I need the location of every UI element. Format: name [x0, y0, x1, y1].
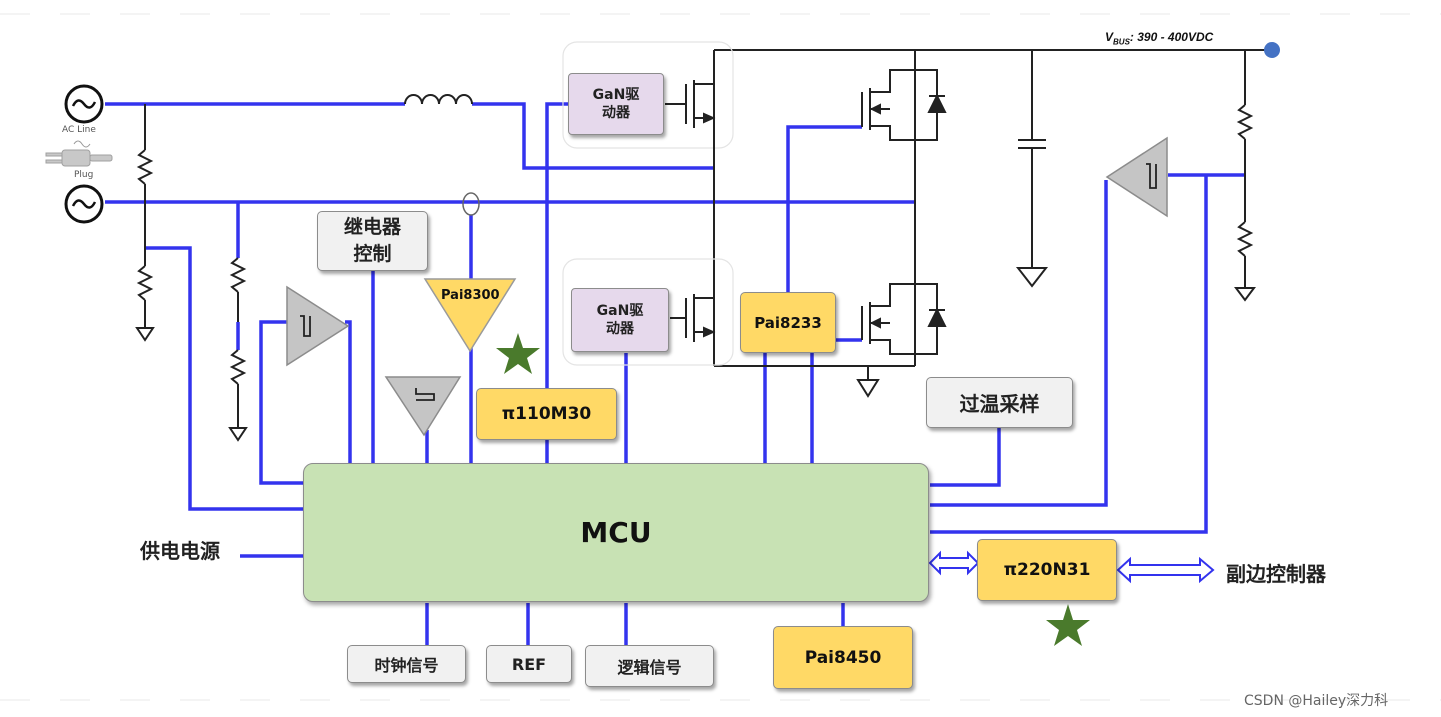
pai8300-sensor	[423, 278, 517, 353]
secondary-controller-label: 副边控制器	[1226, 562, 1326, 586]
comparator-mid-icon	[384, 376, 462, 437]
vbus-label: VBUS: 390 - 400VDC	[1105, 30, 1214, 47]
comparator-right-icon	[1105, 136, 1168, 218]
current-sense-loop	[462, 192, 480, 216]
gan-driver-bottom-line2: 动器	[606, 321, 634, 337]
bus-wires	[105, 102, 1245, 645]
gan-driver-bottom: GaN驱 动器	[571, 288, 669, 352]
mcu-block: MCU	[303, 463, 929, 602]
bidir-arrow-mcu-pi220	[928, 550, 980, 576]
relay-control-line1: 继电器	[343, 216, 401, 238]
plug-label: Plug	[74, 170, 94, 180]
ref-box: REF	[486, 645, 572, 683]
gan-driver-bottom-line1: GaN驱	[596, 303, 644, 319]
gan-driver-top-line1: GaN驱	[592, 87, 640, 103]
pai8450-chip: Pai8450	[773, 626, 913, 689]
pi110m30-chip: π110M30	[476, 388, 617, 440]
gan-driver-top-line2: 动器	[602, 105, 630, 121]
relay-control-line2: 控制	[353, 243, 392, 265]
bidir-arrow-pi220-secondary	[1116, 556, 1215, 584]
ac-line-label: AC Line	[62, 125, 96, 135]
comparator-left-icon	[286, 285, 350, 367]
ac-source-top-icon	[64, 84, 104, 124]
relay-control-box: 继电器 控制	[317, 211, 428, 271]
faint-grid	[0, 13, 1441, 701]
plug-icon	[45, 140, 113, 167]
inductor	[404, 94, 473, 105]
clock-signal-box: 时钟信号	[347, 645, 466, 683]
power-stage-wiring	[135, 49, 1272, 442]
mosfet-top	[861, 69, 947, 141]
gan-driver-top: GaN驱 动器	[568, 73, 664, 135]
mosfet-bottom	[861, 283, 947, 355]
vbus-terminal-dot	[1264, 42, 1280, 58]
over-temp-sampling-box: 过温采样	[926, 377, 1073, 428]
gan-transistor-bottom	[562, 258, 734, 366]
pai8300-label: Pai8300	[441, 288, 500, 303]
ac-source-bottom-icon	[64, 184, 104, 224]
star-icon-pi220n31	[1046, 604, 1090, 646]
star-icon-pi110m30	[496, 333, 540, 374]
logic-signal-box: 逻辑信号	[585, 645, 714, 687]
gan-transistor-top	[562, 41, 734, 168]
power-supply-label: 供电电源	[140, 539, 220, 563]
pai8233-chip: Pai8233	[740, 292, 836, 353]
watermark: CSDN @Hailey深力科	[1244, 693, 1389, 709]
pi220n31-chip: π220N31	[977, 539, 1117, 601]
